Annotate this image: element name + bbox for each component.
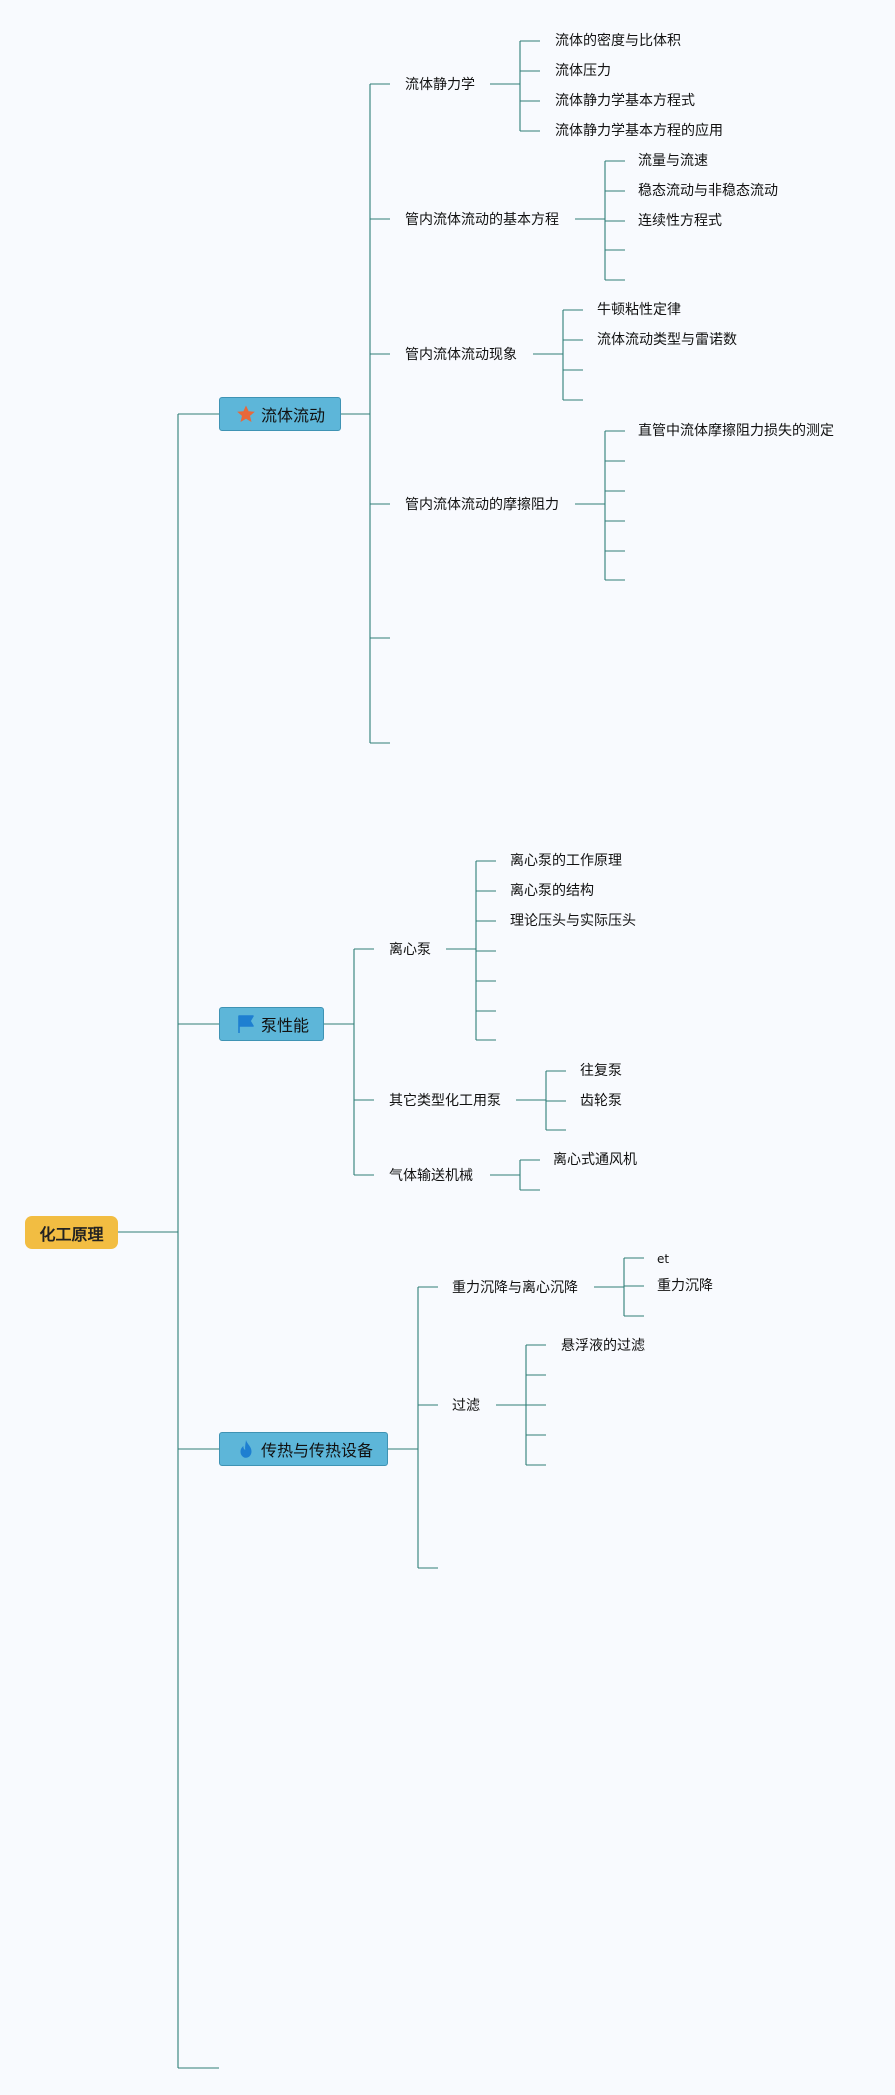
leaf-item[interactable]: 流体的密度与比体积 bbox=[555, 33, 681, 49]
root-topic-label: 化工原理 bbox=[39, 1224, 104, 1244]
topic-sedimentation[interactable]: 重力沉降与离心沉降 bbox=[452, 1280, 578, 1296]
flame-icon bbox=[235, 1438, 257, 1460]
branch-fluid-flow[interactable]: 流体流动 bbox=[219, 397, 341, 431]
topic-other-pumps[interactable]: 其它类型化工用泵 bbox=[389, 1093, 501, 1109]
branch-label: 传热与传热设备 bbox=[261, 1441, 374, 1460]
branch-pump-performance[interactable]: 泵性能 bbox=[219, 1007, 324, 1041]
leaf-item[interactable]: 直管中流体摩擦阻力损失的测定 bbox=[638, 423, 834, 439]
leaf-item[interactable]: 重力沉降 bbox=[657, 1278, 713, 1294]
leaf-item[interactable]: 稳态流动与非稳态流动 bbox=[638, 183, 778, 199]
leaf-item[interactable]: 离心泵的结构 bbox=[510, 883, 594, 899]
topic-friction-resistance[interactable]: 管内流体流动的摩擦阻力 bbox=[405, 497, 559, 513]
leaf-item[interactable]: 流体静力学基本方程式 bbox=[555, 93, 695, 109]
star-icon bbox=[235, 403, 257, 425]
leaf-item[interactable]: 齿轮泵 bbox=[580, 1093, 622, 1109]
leaf-item[interactable]: 连续性方程式 bbox=[638, 213, 722, 229]
topic-flow-phenomena[interactable]: 管内流体流动现象 bbox=[405, 347, 517, 363]
topic-gas-transport[interactable]: 气体输送机械 bbox=[389, 1168, 473, 1184]
leaf-item[interactable]: 牛顿粘性定律 bbox=[597, 302, 681, 318]
root-topic[interactable]: 化工原理 bbox=[25, 1216, 118, 1249]
leaf-item[interactable]: 悬浮液的过滤 bbox=[561, 1338, 645, 1354]
leaf-item[interactable]: 流量与流速 bbox=[638, 153, 708, 169]
branch-label: 泵性能 bbox=[261, 1016, 310, 1035]
branch-heat-transfer[interactable]: 传热与传热设备 bbox=[219, 1432, 388, 1466]
topic-fluid-statics[interactable]: 流体静力学 bbox=[405, 77, 475, 93]
leaf-item[interactable]: 流体压力 bbox=[555, 63, 611, 79]
topic-centrifugal-pump[interactable]: 离心泵 bbox=[389, 942, 431, 958]
leaf-item[interactable]: 理论压头与实际压头 bbox=[510, 913, 636, 929]
branch-label: 流体流动 bbox=[261, 406, 326, 425]
leaf-item[interactable]: et bbox=[657, 1252, 670, 1266]
leaf-item[interactable]: 离心泵的工作原理 bbox=[510, 853, 622, 869]
leaf-item[interactable]: 流体流动类型与雷诺数 bbox=[597, 332, 737, 348]
leaf-item[interactable]: 往复泵 bbox=[580, 1063, 622, 1079]
topic-filtration[interactable]: 过滤 bbox=[452, 1398, 480, 1414]
flag-icon bbox=[235, 1013, 257, 1035]
topic-basic-equations[interactable]: 管内流体流动的基本方程 bbox=[405, 212, 559, 228]
leaf-item[interactable]: 流体静力学基本方程的应用 bbox=[555, 123, 723, 139]
leaf-item[interactable]: 离心式通风机 bbox=[553, 1152, 637, 1168]
